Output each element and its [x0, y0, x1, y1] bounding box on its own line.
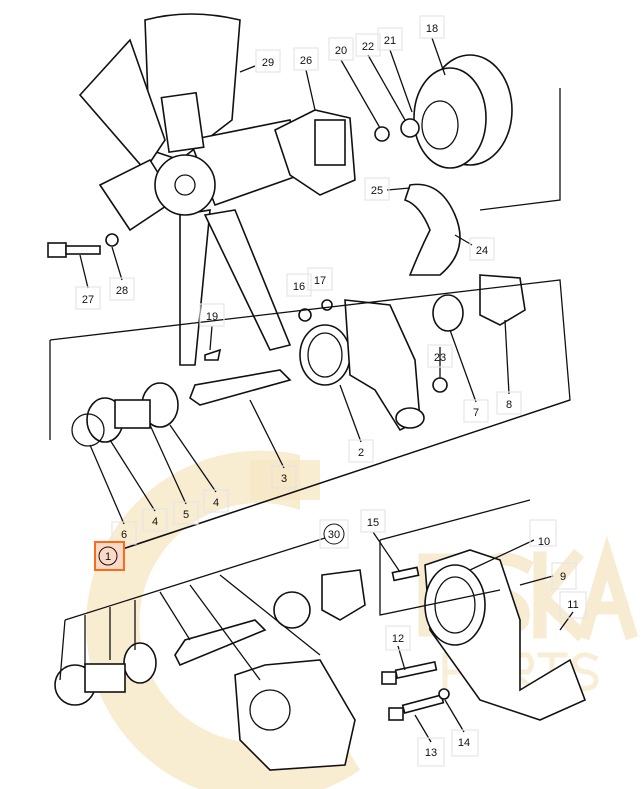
callout-24[interactable]: 24	[469, 237, 495, 261]
svg-text:28: 28	[116, 285, 128, 297]
callout-4[interactable]: 4	[142, 508, 168, 532]
svg-text:3: 3	[281, 473, 287, 485]
hose	[403, 183, 461, 276]
callout-29[interactable]: 29	[255, 49, 281, 73]
svg-text:27: 27	[82, 294, 94, 306]
svg-text:18: 18	[426, 23, 438, 35]
callout-28[interactable]: 28	[109, 277, 135, 301]
shaft-bearing-upper	[71, 348, 292, 447]
callout-19[interactable]: 19	[199, 303, 225, 327]
pulley	[374, 54, 513, 169]
callout-14[interactable]: 14	[451, 729, 479, 757]
svg-text:1: 1	[105, 551, 111, 563]
callout-23[interactable]: 23	[427, 344, 453, 368]
leader-lines	[49, 37, 574, 743]
callout-26[interactable]: 26	[293, 47, 319, 71]
svg-text:5: 5	[183, 509, 189, 521]
impeller	[432, 274, 526, 332]
callout-25[interactable]: 25	[364, 177, 390, 201]
svg-text:8: 8	[506, 399, 512, 411]
svg-text:21: 21	[384, 35, 396, 47]
svg-text:12: 12	[392, 633, 404, 645]
callout-22[interactable]: 22	[355, 33, 381, 57]
svg-text:29: 29	[262, 57, 274, 69]
callout-18[interactable]: 18	[419, 15, 445, 39]
svg-text:22: 22	[362, 41, 374, 53]
callout-9[interactable]: 9	[551, 562, 577, 590]
callout-11[interactable]: 11	[559, 591, 587, 619]
lower-assembly	[54, 549, 587, 771]
callout-2[interactable]: 2	[348, 439, 374, 463]
callout-10[interactable]: 10	[529, 519, 557, 548]
svg-text:10: 10	[538, 536, 550, 548]
callout-4-second[interactable]: 4	[203, 489, 229, 513]
svg-text:23: 23	[434, 352, 446, 364]
callout-21[interactable]: 21	[377, 27, 403, 51]
svg-text:4: 4	[152, 516, 158, 528]
callout-7[interactable]: 7	[463, 399, 489, 423]
svg-text:26: 26	[300, 55, 312, 67]
callout-13[interactable]: 13	[417, 737, 445, 767]
callout-1-selected[interactable]: 1	[94, 541, 125, 571]
svg-text:16: 16	[293, 281, 305, 293]
svg-text:2: 2	[358, 447, 364, 459]
svg-text:19: 19	[206, 311, 218, 323]
svg-text:11: 11	[567, 599, 578, 611]
watermark-logo	[86, 450, 639, 789]
callout-labels: 29 26 20 22 21 18 25 24 27 28 16 17 19 2…	[75, 15, 587, 767]
callout-16[interactable]: 16	[286, 273, 312, 297]
callout-20[interactable]: 20	[328, 37, 354, 61]
svg-text:15: 15	[367, 517, 379, 529]
svg-text:4: 4	[213, 497, 219, 509]
svg-text:6: 6	[121, 529, 127, 541]
callout-3[interactable]: 3	[271, 465, 297, 489]
svg-text:24: 24	[476, 245, 488, 257]
svg-text:13: 13	[425, 747, 437, 759]
svg-text:17: 17	[314, 275, 326, 287]
callout-15[interactable]: 15	[360, 509, 386, 533]
svg-text:30: 30	[328, 529, 340, 541]
callout-17[interactable]: 17	[307, 267, 333, 291]
svg-text:7: 7	[473, 407, 479, 419]
callout-30[interactable]: 30	[319, 519, 349, 549]
svg-text:14: 14	[458, 737, 470, 749]
svg-text:20: 20	[335, 45, 347, 57]
callout-12[interactable]: 12	[385, 625, 411, 651]
fan-assembly	[78, 13, 356, 366]
thermostat-housing	[298, 299, 448, 432]
svg-text:9: 9	[560, 571, 566, 583]
callout-5[interactable]: 5	[173, 501, 199, 525]
callout-8[interactable]: 8	[496, 391, 522, 415]
bolt	[47, 233, 119, 258]
svg-text:25: 25	[371, 185, 383, 197]
callout-27[interactable]: 27	[75, 286, 101, 310]
